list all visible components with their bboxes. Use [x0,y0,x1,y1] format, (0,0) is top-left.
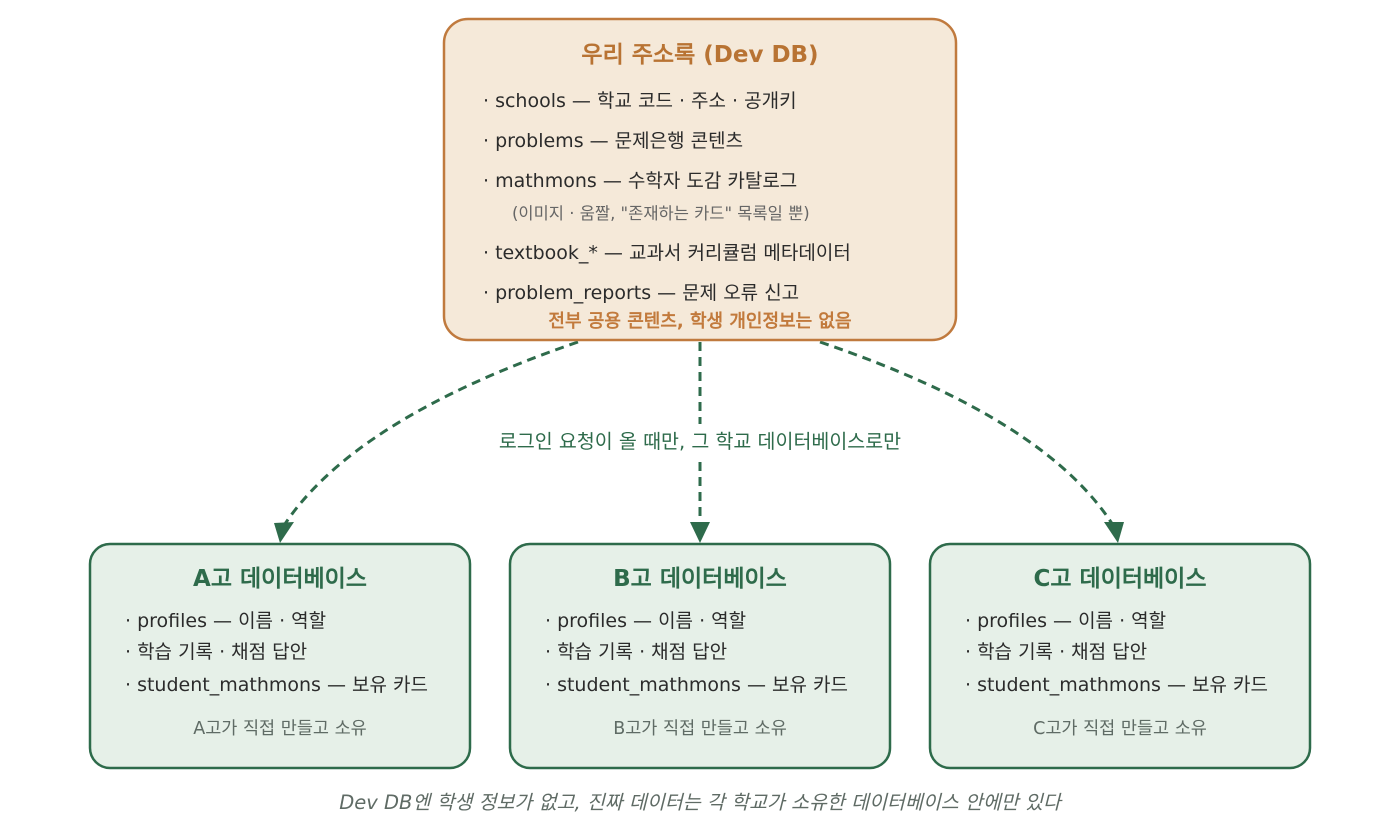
dev-db-box-frame [442,17,958,342]
school-b-footer: B고가 직접 만들고 소유 [613,719,787,739]
school-c-box-frame [928,542,1312,770]
dev-db-footer: 전부 공용 콘텐츠, 학생 개인정보는 없음 [548,310,851,332]
dev-db-item-problems: · problems — 문제은행 콘텐츠 [483,130,743,152]
school-c-title: C고 데이터베이스 [1033,566,1206,592]
dev-db-item-textbook: · textbook_* — 교과서 커리큘럼 메타데이터 [483,242,851,264]
school-b-db-box: B고 데이터베이스 · profiles — 이름 · 역할 · 학습 기록 ·… [508,542,892,770]
dev-db-item-mathmons-note: (이미지 · 움짤, "존재하는 카드" 목록일 뿐) [512,204,810,223]
school-b-box-frame [508,542,892,770]
arrowhead-c [1104,522,1124,543]
school-a-item-learning: · 학습 기록 · 채점 답안 [125,641,307,663]
school-c-item-profiles: · profiles — 이름 · 역할 [965,610,1166,632]
arrowheads [274,522,1124,543]
dev-db-item-problem-reports: · problem_reports — 문제 오류 신고 [483,282,799,304]
school-c-item-mathmons: · student_mathmons — 보유 카드 [965,674,1268,696]
dev-db-item-schools: · schools — 학교 코드 · 주소 · 공개키 [483,90,797,112]
arrow-to-a-school [279,340,579,531]
school-c-item-learning: · 학습 기록 · 채점 답안 [965,641,1147,663]
edge-label: 로그인 요청이 올 때만, 그 학교 데이터베이스로만 [499,430,901,453]
dev-db-box: 우리 주소록 (Dev DB) · schools — 학교 코드 · 주소 ·… [442,17,958,342]
arrow-to-c-school [819,340,1118,531]
school-a-item-profiles: · profiles — 이름 · 역할 [125,610,326,632]
dev-db-item-mathmons: · mathmons — 수학자 도감 카탈로그 [483,170,797,192]
school-c-db-box: C고 데이터베이스 · profiles — 이름 · 역할 · 학습 기록 ·… [928,542,1312,770]
school-a-item-mathmons: · student_mathmons — 보유 카드 [125,674,428,696]
dev-db-title: 우리 주소록 (Dev DB) [581,42,818,68]
school-a-title: A고 데이터베이스 [193,566,367,592]
school-b-title: B고 데이터베이스 [613,566,787,592]
arrowhead-a [274,522,294,543]
diagram-caption: Dev DB엔 학생 정보가 없고, 진짜 데이터는 각 학교가 소유한 데이터… [339,791,1063,814]
edge-label-backing [463,424,937,456]
school-b-item-mathmons: · student_mathmons — 보유 카드 [545,674,848,696]
school-c-footer: C고가 직접 만들고 소유 [1033,719,1207,739]
arrowhead-b [690,522,710,543]
school-a-box-frame [88,542,472,770]
school-b-item-profiles: · profiles — 이름 · 역할 [545,610,746,632]
school-b-item-learning: · 학습 기록 · 채점 답안 [545,641,727,663]
school-a-db-box: A고 데이터베이스 · profiles — 이름 · 역할 · 학습 기록 ·… [88,542,472,770]
school-a-footer: A고가 직접 만들고 소유 [193,719,367,739]
